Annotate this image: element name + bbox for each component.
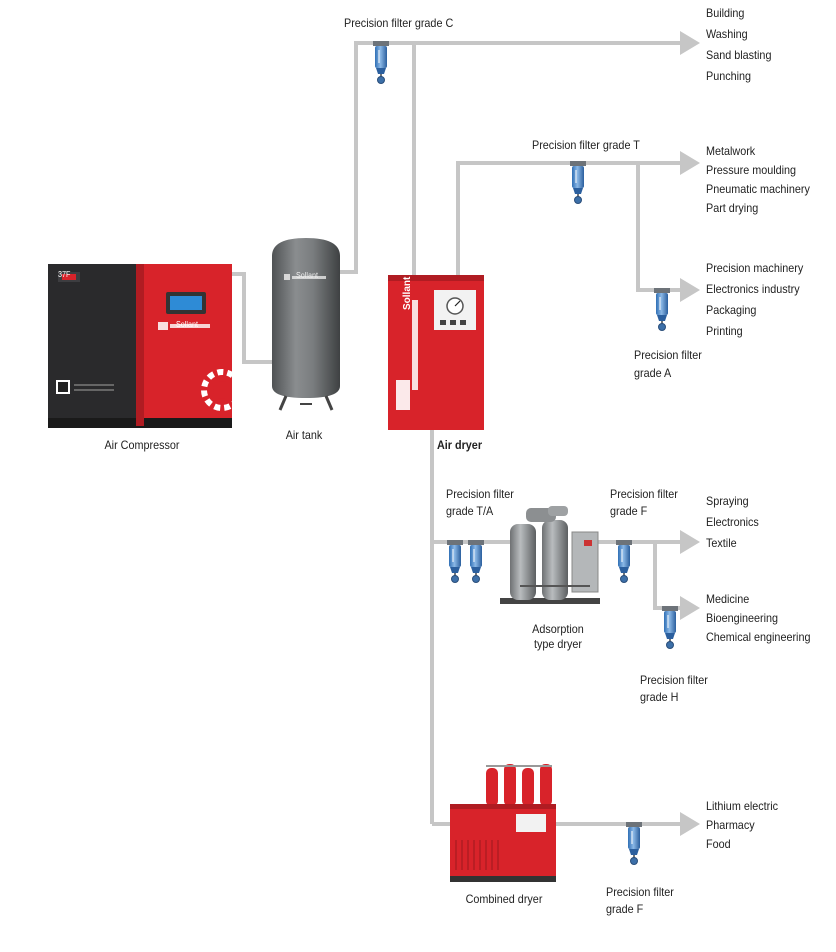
list-item: Building <box>706 6 745 20</box>
arrow-group1 <box>680 31 700 55</box>
application-list-group6: Lithium electric Pharmacy Food <box>706 797 778 854</box>
label-air-tank: Air tank <box>285 428 323 442</box>
list-item: Printing <box>706 324 743 338</box>
label-filter-f1: Precision filter grade F <box>610 487 678 518</box>
label-filter-ta: Precision filter grade T/A <box>446 487 514 518</box>
filter-a-icon <box>653 287 671 331</box>
label-filter-a: Precision filter grade A <box>634 348 702 380</box>
list-item: Washing <box>706 27 748 41</box>
filter-ta-2-icon <box>467 539 485 583</box>
list-item: Part drying <box>706 201 759 215</box>
arrow-group6 <box>680 812 700 836</box>
label-combined-dryer: Combined dryer <box>465 892 543 906</box>
list-item: Electronics industry <box>706 282 800 296</box>
filter-ta-1-icon <box>446 539 464 583</box>
application-list-group5: Medicine Bioengineering Chemical enginee… <box>706 590 810 647</box>
adsorption-dryer-machine <box>500 506 600 604</box>
list-item: Metalwork <box>706 144 756 158</box>
list-item: Pressure moulding <box>706 163 797 177</box>
label-air-dryer: Air dryer <box>437 438 483 452</box>
air-compressor <box>48 264 243 428</box>
list-item: Sand blasting <box>706 48 772 62</box>
list-item: Punching <box>706 69 752 83</box>
list-item: Medicine <box>706 592 750 606</box>
arrow-group2 <box>680 151 700 175</box>
combined-dryer-machine <box>450 764 556 882</box>
arrow-group4 <box>680 530 700 554</box>
filter-f1-icon <box>615 539 633 583</box>
tank-brand-text: Sollant <box>296 271 319 280</box>
label-adsorption-dryer: Adsorption type dryer <box>532 622 584 651</box>
application-list-group3: Precision machinery Electronics industry… <box>706 258 803 342</box>
list-item: Spraying <box>706 494 749 508</box>
label-filter-c: Precision filter grade C <box>344 16 454 30</box>
arrow-group5 <box>680 596 700 620</box>
list-item: Chemical engineering <box>706 630 811 644</box>
list-item: Food <box>706 837 731 851</box>
list-item: Bioengineering <box>706 611 779 625</box>
list-item: Lithium electric <box>706 799 779 813</box>
air-dryer-machine <box>388 275 484 430</box>
list-item: Electronics <box>706 515 759 529</box>
air-tank <box>272 238 340 411</box>
compressor-model-badge: 37F <box>58 270 71 279</box>
pipe-arrows <box>680 31 700 836</box>
label-air-compressor: Air Compressor <box>104 438 180 452</box>
list-item: Precision machinery <box>706 261 804 275</box>
filter-t-icon <box>569 160 587 204</box>
dryer-brand-text: Sollant <box>402 276 413 310</box>
label-filter-f2: Precision filter grade F <box>606 885 674 916</box>
arrow-group3 <box>680 278 700 302</box>
filter-f2-icon <box>625 821 643 865</box>
pipe-network <box>232 41 682 826</box>
filter-h-icon <box>661 605 679 649</box>
application-list-group4: Spraying Electronics Textile <box>706 491 759 554</box>
label-filter-h: Precision filter grade H <box>640 673 708 704</box>
application-list-group2: Metalwork Pressure moulding Pneumatic ma… <box>706 142 810 218</box>
label-filter-t: Precision filter grade T <box>532 138 640 152</box>
list-item: Pneumatic machinery <box>706 182 810 196</box>
list-item: Packaging <box>706 303 757 317</box>
list-item: Pharmacy <box>706 818 755 832</box>
compressor-brand-text: Sollant <box>176 320 199 329</box>
filter-c-icon <box>372 40 390 84</box>
list-item: Textile <box>706 536 737 550</box>
application-list-group1: Building Washing Sand blasting Punching <box>706 3 771 87</box>
